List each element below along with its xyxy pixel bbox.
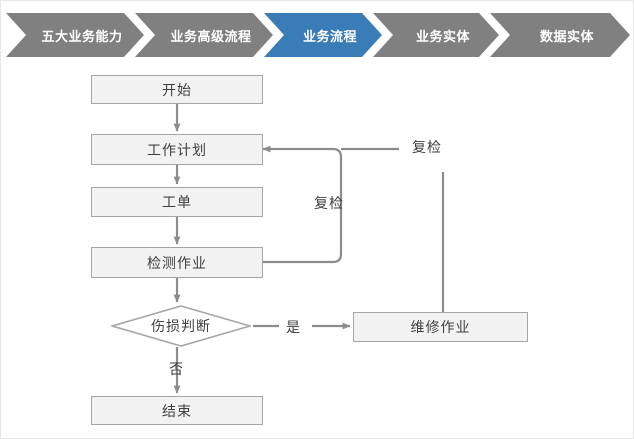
node-end[interactable]: 结束: [91, 396, 263, 425]
breadcrumb-item-1[interactable]: 五大业务能力: [6, 13, 144, 57]
breadcrumb-item-5[interactable]: 数据实体: [490, 13, 630, 57]
node-inspection[interactable]: 检测作业: [91, 247, 263, 278]
breadcrumb-item-3-label: 业务流程: [302, 28, 357, 44]
breadcrumb: 五大业务能力 业务高级流程 业务流程 业务实体 数据实体: [1, 13, 634, 57]
breadcrumb-item-1-label: 五大业务能力: [41, 28, 123, 44]
node-repair-label: 维修作业: [410, 319, 471, 335]
node-inspection-label: 检测作业: [147, 254, 207, 271]
diamond-shape-icon: [111, 305, 251, 347]
breadcrumb-item-2[interactable]: 业务高级流程: [135, 13, 273, 57]
node-end-label: 结束: [162, 402, 192, 419]
node-work-order[interactable]: 工单: [91, 187, 263, 217]
node-work-plan[interactable]: 工作计划: [91, 134, 263, 165]
breadcrumb-item-2-label: 业务高级流程: [170, 28, 252, 44]
breadcrumb-item-5-label: 数据实体: [539, 28, 594, 44]
node-work-order-label: 工单: [162, 194, 192, 210]
node-damage-decision-label: 伤损判断: [151, 318, 211, 334]
breadcrumb-item-4[interactable]: 业务实体: [373, 13, 499, 57]
node-start[interactable]: 开始: [91, 75, 263, 104]
node-repair[interactable]: 维修作业: [353, 312, 528, 342]
breadcrumb-item-4-label: 业务实体: [415, 28, 470, 44]
edge-label-yes: 是: [286, 319, 301, 335]
node-damage-decision[interactable]: 伤损判断: [111, 305, 251, 347]
edge-label-recheck-outer: 复检: [412, 139, 442, 155]
edge-label-no: 否: [169, 361, 184, 377]
edge-label-recheck-inner: 复检: [314, 195, 344, 211]
node-start-label: 开始: [162, 81, 192, 98]
node-work-plan-label: 工作计划: [147, 141, 207, 158]
